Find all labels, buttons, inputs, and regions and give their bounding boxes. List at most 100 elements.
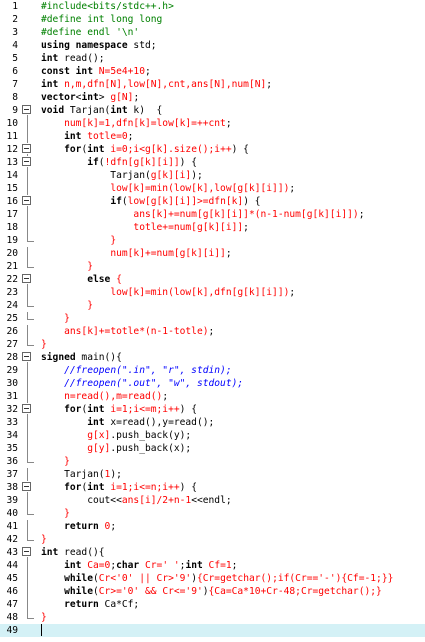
code-text[interactable]: low[k]=min(low[k],dfn[g[k][i]]); [41,286,425,299]
code-text[interactable]: if(low[g[k][i]]>=dfn[k]) { [41,195,425,208]
code-text[interactable]: } [41,533,425,546]
code-line[interactable]: 46 while(Cr>='0' && Cr<='9'){Ca=Ca*10+Cr… [0,585,425,598]
fold-toggle-icon[interactable] [22,481,34,494]
code-line[interactable]: 38 for(int i=1;i<=n;i++) { [0,481,425,494]
fold-toggle-icon[interactable] [22,273,34,286]
code-text[interactable]: signed main(){ [41,351,425,364]
code-line[interactable]: 13 if(!dfn[g[k][i]]) { [0,156,425,169]
code-text[interactable]: using namespace std; [41,39,425,52]
code-text[interactable]: //freopen(".out", "w", stdout); [41,377,425,390]
fold-toggle-icon[interactable] [22,143,34,156]
code-line[interactable]: 24 } [0,299,425,312]
code-text[interactable]: } [41,338,425,351]
code-line[interactable]: 2#define int long long [0,13,425,26]
code-line[interactable]: 32 for(int i=1;i<=m;i++) { [0,403,425,416]
code-text[interactable]: while(Cr>='0' && Cr<='9'){Ca=Ca*10+Cr-48… [41,585,425,598]
code-line[interactable]: 18 totle+=num[g[k][i]]; [0,221,425,234]
code-text[interactable]: cout<<ans[i]/2+n-1<<endl; [41,494,425,507]
code-line[interactable]: 33 int x=read(),y=read(); [0,416,425,429]
code-text[interactable]: int read(); [41,52,425,65]
code-text[interactable]: void Tarjan(int k) { [41,104,425,117]
code-line[interactable]: 49 [0,624,425,637]
code-text[interactable]: int x=read(),y=read(); [41,416,425,429]
code-line[interactable]: 37 Tarjan(1); [0,468,425,481]
code-text[interactable]: #include<bits/stdc++.h> [41,0,425,13]
code-line[interactable]: 40 } [0,507,425,520]
code-text[interactable]: num[k]=1,dfn[k]=low[k]=++cnt; [41,117,425,130]
code-text[interactable]: vector<int> g[N]; [41,91,425,104]
code-text[interactable]: #define endl '\n' [41,26,425,39]
code-text[interactable]: } [41,234,425,247]
code-line[interactable]: 20 num[k]+=num[g[k][i]]; [0,247,425,260]
code-text[interactable]: int read(){ [41,546,425,559]
code-text[interactable]: #define int long long [41,13,425,26]
code-line[interactable]: 36 } [0,455,425,468]
code-text[interactable]: else { [41,273,425,286]
code-text[interactable]: } [41,312,425,325]
code-text[interactable]: Tarjan(g[k][i]); [41,169,425,182]
code-line[interactable]: 12 for(int i=0;i<g[k].size();i++) { [0,143,425,156]
code-text[interactable] [41,624,425,637]
code-line[interactable]: 45 while(Cr<'0' || Cr>'9'){Cr=getchar();… [0,572,425,585]
code-line[interactable]: 10 num[k]=1,dfn[k]=low[k]=++cnt; [0,117,425,130]
code-text[interactable]: ans[k]+=num[g[k][i]]*(n-1-num[g[k][i]]); [41,208,425,221]
code-line[interactable]: 21 } [0,260,425,273]
code-text[interactable]: } [41,299,425,312]
code-text[interactable]: ans[k]+=totle*(n-1-totle); [41,325,425,338]
code-text[interactable]: } [41,507,425,520]
code-line[interactable]: 19 } [0,234,425,247]
code-line[interactable]: 41 return 0; [0,520,425,533]
code-line[interactable]: 30 //freopen(".out", "w", stdout); [0,377,425,390]
code-line[interactable]: 27} [0,338,425,351]
fold-toggle-icon[interactable] [22,195,34,208]
fold-toggle-icon[interactable] [22,351,34,364]
code-line[interactable]: 16 if(low[g[k][i]]>=dfn[k]) { [0,195,425,208]
code-text[interactable]: low[k]=min(low[k],low[g[k][i]]); [41,182,425,195]
code-text[interactable]: int n,m,dfn[N],low[N],cnt,ans[N],num[N]; [41,78,425,91]
code-text[interactable]: while(Cr<'0' || Cr>'9'){Cr=getchar();if(… [41,572,425,585]
code-line[interactable]: 31 n=read(),m=read(); [0,390,425,403]
code-line[interactable]: 39 cout<<ans[i]/2+n-1<<endl; [0,494,425,507]
code-line[interactable]: 17 ans[k]+=num[g[k][i]]*(n-1-num[g[k][i]… [0,208,425,221]
code-text[interactable]: Tarjan(1); [41,468,425,481]
code-text[interactable]: for(int i=0;i<g[k].size();i++) { [41,143,425,156]
code-line[interactable]: 3#define endl '\n' [0,26,425,39]
fold-toggle-icon[interactable] [22,104,34,117]
code-text[interactable]: } [41,611,425,624]
code-text[interactable]: } [41,260,425,273]
code-line[interactable]: 1#include<bits/stdc++.h> [0,0,425,13]
code-text[interactable]: if(!dfn[g[k][i]]) { [41,156,425,169]
code-text[interactable]: for(int i=1;i<=n;i++) { [41,481,425,494]
code-line[interactable]: 47 return Ca*Cf; [0,598,425,611]
code-text[interactable]: int Ca=0;char Cr=' ';int Cf=1; [41,559,425,572]
code-text[interactable]: g[y].push_back(x); [41,442,425,455]
fold-toggle-icon[interactable] [22,546,34,559]
code-line[interactable]: 44 int Ca=0;char Cr=' ';int Cf=1; [0,559,425,572]
code-line[interactable]: 48} [0,611,425,624]
code-text[interactable]: int totle=0; [41,130,425,143]
code-line[interactable]: 42} [0,533,425,546]
code-text[interactable]: //freopen(".in", "r", stdin); [41,364,425,377]
code-line[interactable]: 34 g[x].push_back(y); [0,429,425,442]
code-text[interactable]: return Ca*Cf; [41,598,425,611]
code-text[interactable]: const int N=5e4+10; [41,65,425,78]
code-line[interactable]: 35 g[y].push_back(x); [0,442,425,455]
code-text[interactable]: return 0; [41,520,425,533]
code-line[interactable]: 23 low[k]=min(low[k],dfn[g[k][i]]); [0,286,425,299]
code-line[interactable]: 29 //freopen(".in", "r", stdin); [0,364,425,377]
fold-toggle-icon[interactable] [22,156,34,169]
fold-toggle-icon[interactable] [22,403,34,416]
code-text[interactable]: for(int i=1;i<=m;i++) { [41,403,425,416]
code-line[interactable]: 14 Tarjan(g[k][i]); [0,169,425,182]
code-line[interactable]: 15 low[k]=min(low[k],low[g[k][i]]); [0,182,425,195]
code-line[interactable]: 22 else { [0,273,425,286]
